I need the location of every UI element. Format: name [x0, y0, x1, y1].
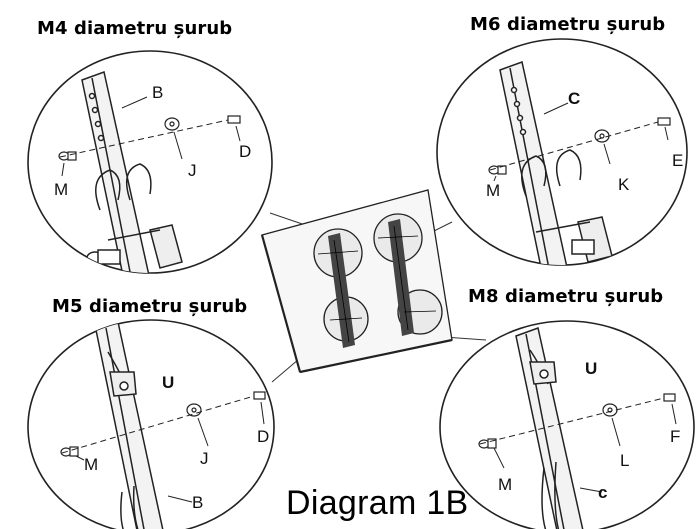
detail-circle-m6: C K E M	[436, 38, 688, 266]
detail-circle-m4: B J D M	[27, 50, 273, 274]
callout-label: C	[568, 89, 580, 108]
callout-label: c	[598, 483, 607, 502]
callout-label: L	[620, 451, 629, 470]
heading-m8: M8 diametru șurub	[468, 286, 664, 307]
heading-m6: M6 diametru șurub	[470, 14, 666, 35]
callout-label: K	[618, 175, 630, 194]
callout-label: B	[152, 83, 163, 102]
heading-m4: M4 diametru șurub	[37, 18, 233, 39]
callout-label: U	[162, 373, 174, 392]
callout-label: M	[84, 455, 98, 474]
callout-label: D	[257, 427, 269, 446]
callout-label: U	[585, 359, 597, 378]
callout-label: M	[498, 475, 512, 494]
callout-label: M	[54, 180, 68, 199]
callout-label: E	[672, 151, 683, 170]
diagram-caption: Diagram 1B	[286, 484, 469, 522]
tv-back-panel	[260, 189, 453, 374]
callout-label: J	[188, 161, 197, 180]
heading-m5: M5 diametru șurub	[52, 296, 248, 317]
detail-circle-m5: U J D M B	[27, 319, 275, 529]
callout-label: F	[670, 427, 680, 446]
callout-label: D	[239, 142, 251, 161]
callout-label: B	[192, 493, 203, 512]
callout-label: J	[200, 449, 209, 468]
detail-circle-m8: U L F M c	[439, 320, 695, 529]
callout-label: M	[486, 181, 500, 200]
